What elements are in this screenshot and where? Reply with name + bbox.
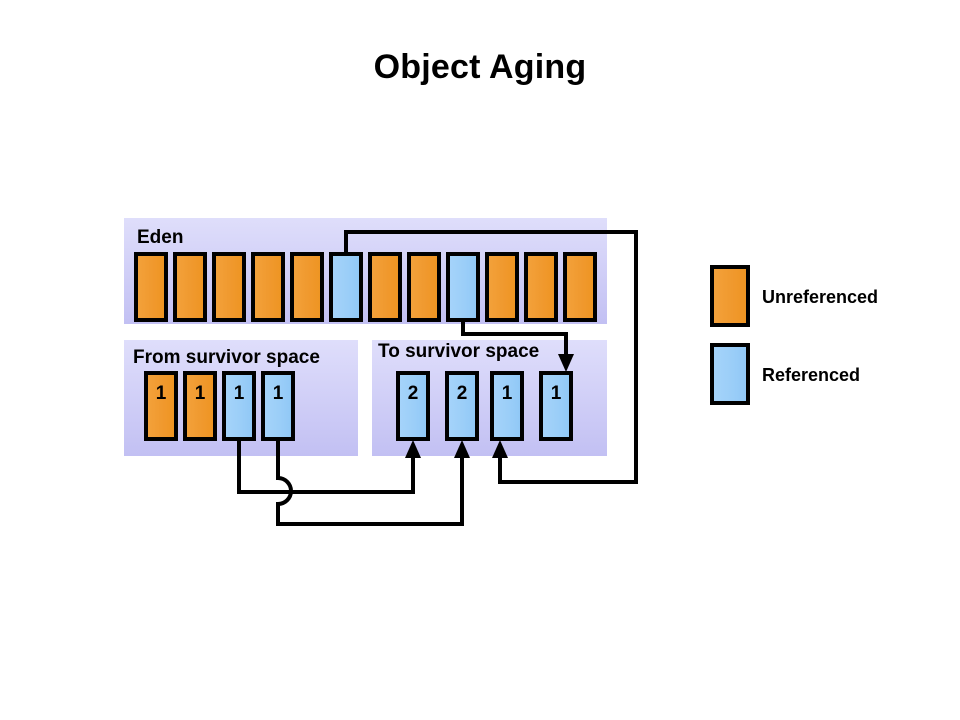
legend-swatches (710, 265, 750, 405)
eden-block-3[interactable] (212, 252, 246, 322)
legend-swatch-referenced (710, 343, 750, 405)
to-survivor-blocks (396, 371, 573, 441)
to-survivor-block-3[interactable] (490, 371, 524, 441)
eden-block-6[interactable] (329, 252, 363, 322)
eden-label: Eden (137, 227, 184, 248)
legend-swatch-unreferenced (710, 265, 750, 327)
connector-from3-to-to1 (237, 439, 415, 494)
from-survivor-label: From survivor space (133, 347, 320, 368)
arrowhead-to-survivor-1 (405, 440, 421, 458)
eden-block-1[interactable] (134, 252, 168, 322)
eden-block-9[interactable] (446, 252, 480, 322)
eden-block-4[interactable] (251, 252, 285, 322)
to-survivor-block-4[interactable] (539, 371, 573, 441)
eden-block-5[interactable] (290, 252, 324, 322)
eden-blocks (134, 252, 597, 322)
from-survivor-block-3[interactable] (222, 371, 256, 441)
eden-block-2[interactable] (173, 252, 207, 322)
connector-eden6-to-to3 (344, 230, 638, 484)
to-survivor-block-2[interactable] (445, 371, 479, 441)
arrowhead-to-survivor-4 (558, 354, 574, 372)
eden-block-10[interactable] (485, 252, 519, 322)
legend-label-referenced: Referenced (762, 365, 861, 385)
connector-eden9-to-to4 (461, 320, 568, 360)
page-title: Object Aging (373, 48, 587, 86)
arrowhead-to-survivor-3 (492, 440, 508, 458)
eden-block-11[interactable] (524, 252, 558, 322)
connector-from4-to-to2 (276, 439, 464, 526)
legend-label-unreferenced: Unreferenced (762, 287, 879, 307)
arrowhead-to-survivor-2 (454, 440, 470, 458)
eden-block-7[interactable] (368, 252, 402, 322)
eden-block-8[interactable] (407, 252, 441, 322)
eden-block-12[interactable] (563, 252, 597, 322)
to-survivor-label: To survivor space (378, 341, 540, 362)
from-survivor-block-1[interactable] (144, 371, 178, 441)
from-survivor-block-4[interactable] (261, 371, 295, 441)
from-survivor-block-2[interactable] (183, 371, 217, 441)
connector-group (237, 230, 638, 526)
to-survivor-block-1[interactable] (396, 371, 430, 441)
